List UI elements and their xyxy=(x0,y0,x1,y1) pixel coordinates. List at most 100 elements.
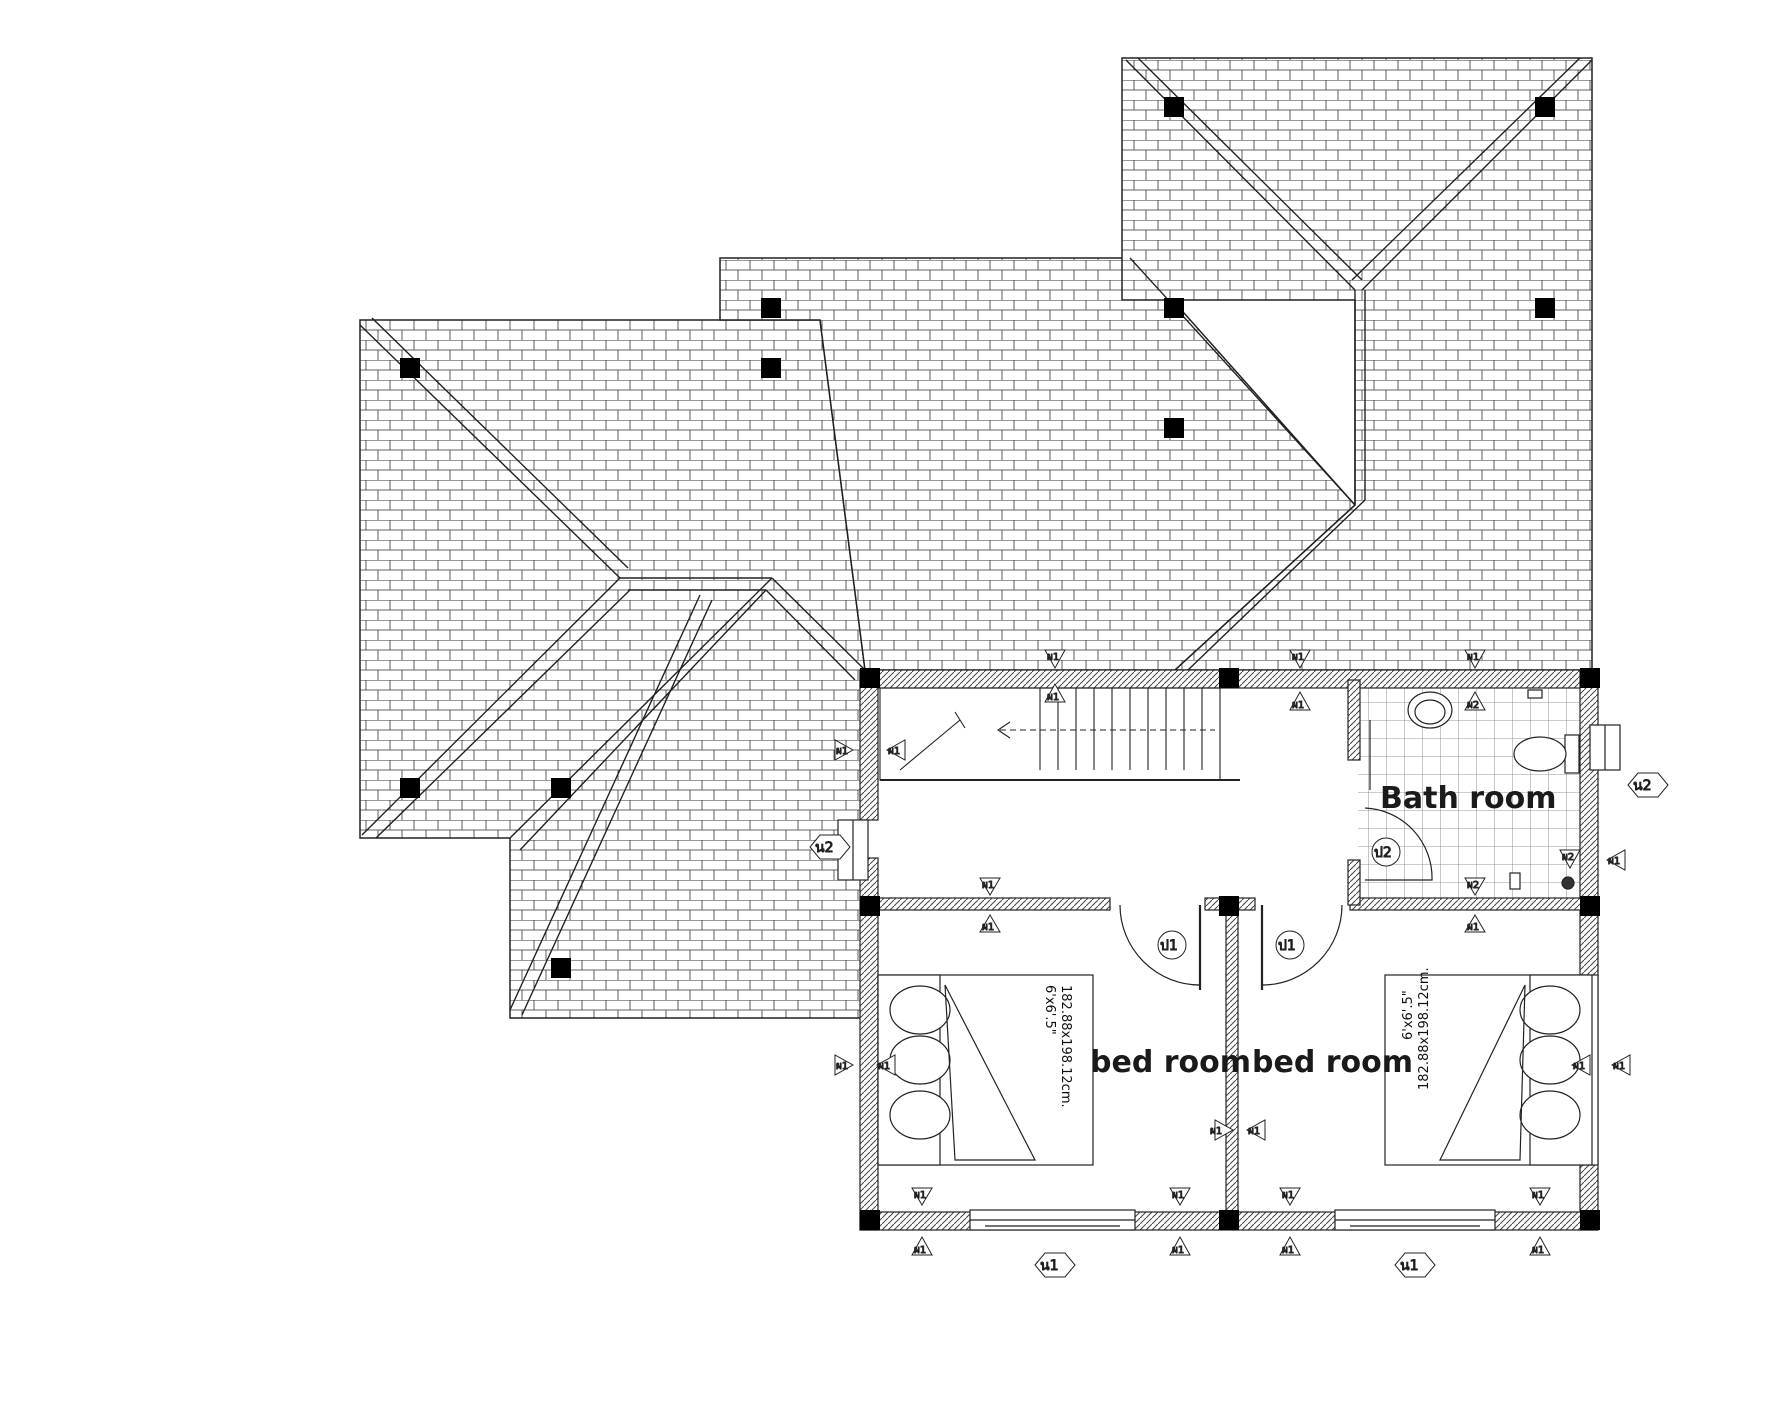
bed-size-ft-right: 6'x6'.5" xyxy=(1401,990,1416,1040)
wall-mid-left xyxy=(869,897,1111,911)
wall-tag: ผ1 xyxy=(1610,1054,1631,1076)
svg-text:น1: น1 xyxy=(1040,1258,1058,1274)
bed-size-cm-right: 182.88x198.12cm. xyxy=(1417,967,1432,1090)
svg-text:ผ1: ผ1 xyxy=(1467,922,1479,933)
toilet-bowl xyxy=(1513,736,1567,772)
column xyxy=(1164,298,1184,318)
column xyxy=(1535,298,1555,318)
bed-size-ft-left: 6'x6'.5" xyxy=(1042,985,1057,1035)
wall-left-upper xyxy=(859,669,879,821)
window-tag: น2 xyxy=(1627,772,1669,798)
column xyxy=(551,778,571,798)
door-swing-bath xyxy=(1364,807,1433,881)
column xyxy=(860,896,880,916)
wall-tag: ผ1 xyxy=(911,1187,933,1206)
floor-drain xyxy=(1561,876,1575,890)
column xyxy=(1535,97,1555,117)
svg-text:ผ2: ผ2 xyxy=(1562,852,1574,863)
column xyxy=(761,358,781,378)
wall-bathroom-left xyxy=(1347,679,1361,761)
svg-text:ผ1: ผ1 xyxy=(836,746,848,757)
wall-tag: ผ1 xyxy=(875,1054,896,1076)
svg-text:ผ1: ผ1 xyxy=(1292,700,1304,711)
wall-tag: ผ1 xyxy=(1464,914,1486,934)
svg-text:ผ1: ผ1 xyxy=(982,922,994,933)
svg-text:ผ1: ผ1 xyxy=(836,1061,848,1072)
column xyxy=(860,668,880,688)
wall-mid-right xyxy=(1349,897,1589,911)
svg-text:ผ1: ผ1 xyxy=(888,746,900,757)
svg-text:ป1: ป1 xyxy=(1278,938,1296,954)
tags: ผ1 ผ1 ผ1 ผ1 ผ1 ผ2 ผ1 ผ1 ผ1 ผ1 ผ1 ผ2 ผ2 ผ… xyxy=(809,649,1669,1278)
wall-tag: ผ1 xyxy=(1464,649,1486,670)
roof-columns xyxy=(400,97,1555,978)
wall-tag: ผ1 xyxy=(1044,682,1066,704)
wall-tag: ผ1 xyxy=(1605,849,1626,871)
svg-text:ผ1: ผ1 xyxy=(1248,1126,1260,1137)
column xyxy=(551,958,571,978)
bed-left xyxy=(877,974,1094,1166)
wall-tag: ผ1 xyxy=(1245,1119,1266,1141)
svg-text:ผ1: ผ1 xyxy=(1532,1190,1544,1201)
wall-tag: ผ2 xyxy=(1464,877,1486,896)
toilet-tank xyxy=(1564,734,1580,774)
svg-text:ผ2: ผ2 xyxy=(1467,880,1479,891)
bathroom-fixtures xyxy=(1369,689,1580,890)
wall-tag: ผ1 xyxy=(911,1235,933,1257)
wall-tag: ผ1 xyxy=(1529,1187,1551,1206)
column xyxy=(1219,896,1239,916)
wall-tag: ผ1 xyxy=(1169,1187,1191,1206)
svg-text:ป1: ป1 xyxy=(1160,938,1178,954)
column xyxy=(1580,1210,1600,1230)
column xyxy=(1219,668,1239,688)
wall-tag: ผ1 xyxy=(1279,1235,1301,1257)
window-tag: น1 xyxy=(1394,1252,1436,1278)
svg-text:ผ1: ผ1 xyxy=(914,1190,926,1201)
door-swing-right xyxy=(1261,904,1343,986)
wall-tag: ผ1 xyxy=(834,739,855,761)
roof-left-plane xyxy=(359,319,866,1019)
room-label-bath: Bath room xyxy=(1380,781,1557,816)
svg-text:ผ1: ผ1 xyxy=(982,880,994,891)
wall-tag: ผ1 xyxy=(1529,1235,1551,1257)
svg-text:ผ1: ผ1 xyxy=(1282,1190,1294,1201)
svg-text:ผ1: ผ1 xyxy=(914,1245,926,1256)
column xyxy=(1580,896,1600,916)
svg-text:ผ1: ผ1 xyxy=(1047,692,1059,703)
column xyxy=(1219,1210,1239,1230)
bed-right xyxy=(1384,974,1599,1166)
labels: Bath room bed room bed room 182.88x198.1… xyxy=(1042,781,1557,1108)
column xyxy=(761,298,781,318)
column xyxy=(860,1210,880,1230)
wall-tag: ผ1 xyxy=(979,877,1001,896)
wall-tag: ผ1 xyxy=(1044,649,1066,670)
building xyxy=(837,668,1621,1231)
room-label-bedroom-right: bed room xyxy=(1252,1045,1413,1080)
wall-tag: ผ2 xyxy=(1464,690,1486,712)
wall-bathroom-left-low xyxy=(1347,859,1361,906)
column xyxy=(400,778,420,798)
wall-tag: ผ1 xyxy=(1289,649,1311,670)
column xyxy=(1164,418,1184,438)
door-swing-left xyxy=(1119,904,1201,986)
svg-text:ผ1: ผ1 xyxy=(1292,652,1304,663)
bed-size-cm-left: 182.88x198.12cm. xyxy=(1058,985,1073,1108)
bathroom-floor xyxy=(1358,688,1580,900)
roof-ridges xyxy=(359,57,1593,1016)
room-label-bedroom-left: bed room xyxy=(1090,1045,1251,1080)
column xyxy=(1164,97,1184,117)
wall-tag: ผ1 xyxy=(1279,1187,1301,1206)
svg-text:ผ1: ผ1 xyxy=(1608,856,1620,867)
roof xyxy=(359,57,1593,1019)
svg-text:ผ2: ผ2 xyxy=(1467,700,1479,711)
shower-head xyxy=(1509,872,1521,890)
svg-text:ผ1: ผ1 xyxy=(1172,1245,1184,1256)
svg-text:น1: น1 xyxy=(1400,1258,1418,1274)
column xyxy=(400,358,420,378)
wall-tag: ผ1 xyxy=(834,1054,855,1076)
svg-text:ผ1: ผ1 xyxy=(1573,1061,1585,1072)
svg-text:ผ1: ผ1 xyxy=(1172,1190,1184,1201)
svg-text:ผ1: ผ1 xyxy=(1613,1061,1625,1072)
svg-text:ผ1: ผ1 xyxy=(1282,1245,1294,1256)
